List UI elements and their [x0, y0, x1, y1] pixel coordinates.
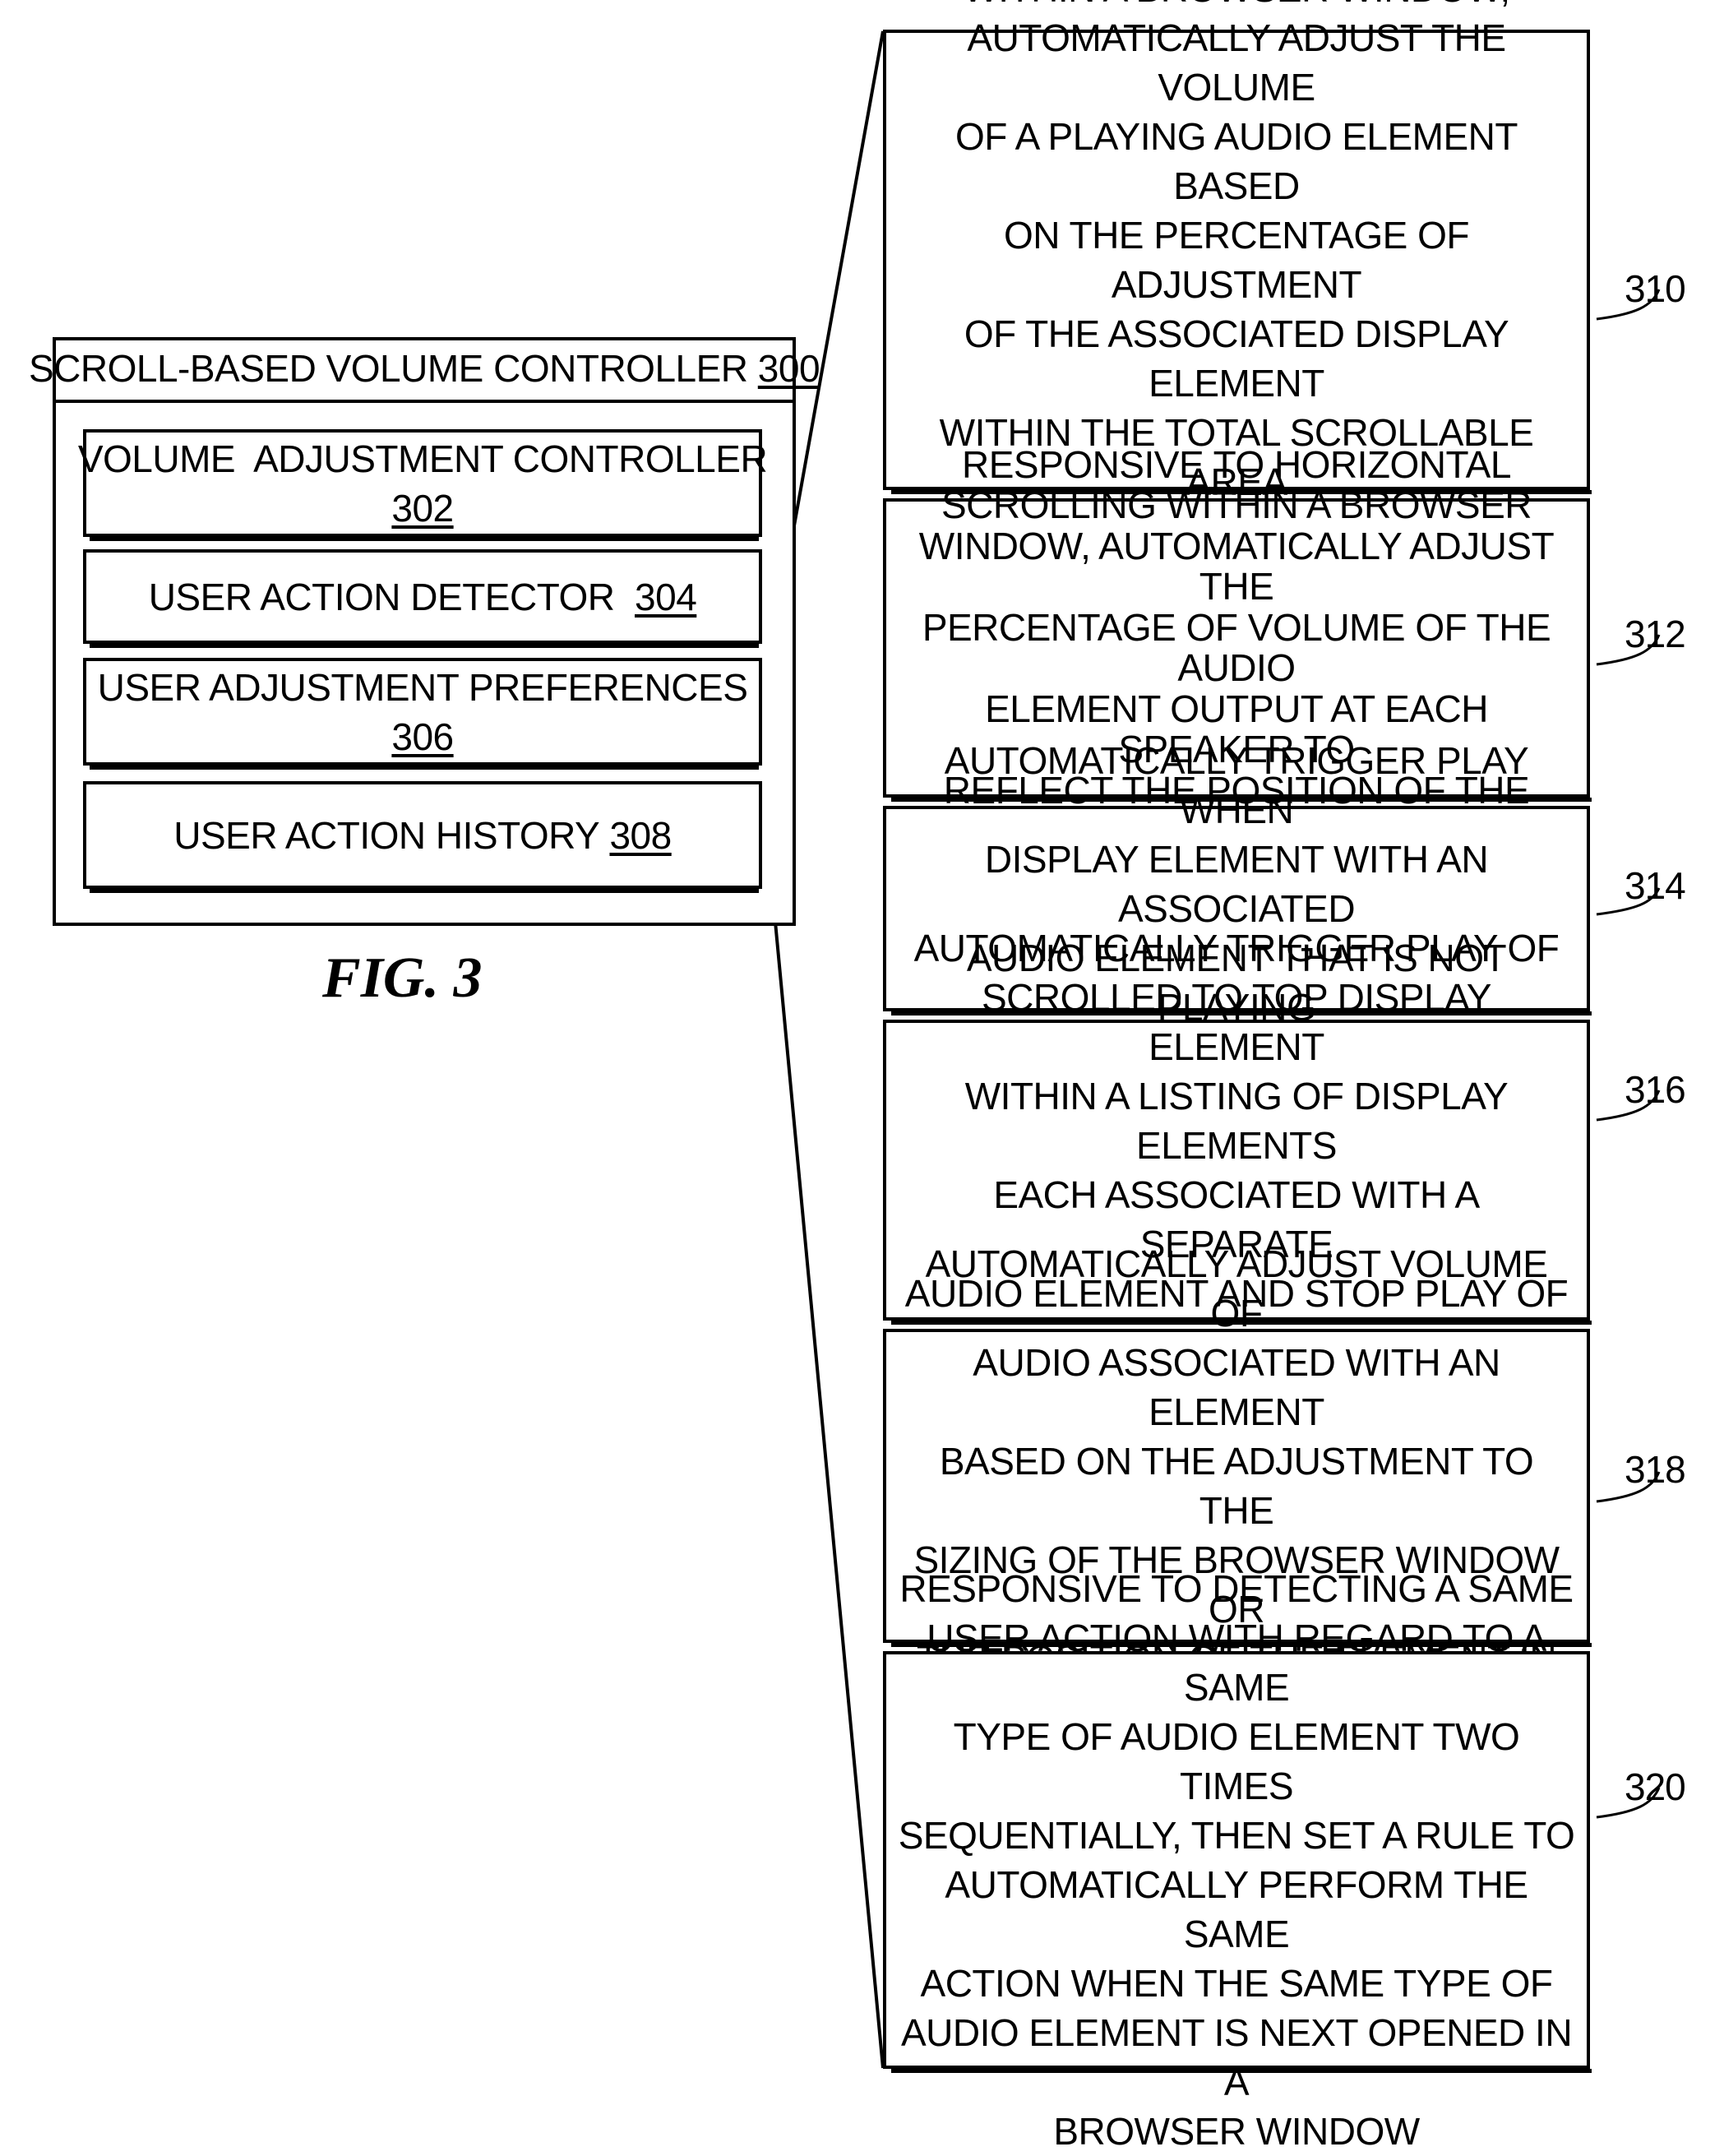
component-volume-adjustment-controller: VOLUME ADJUSTMENT CONTROLLER 302: [83, 429, 762, 537]
component-ref: 304: [635, 576, 696, 618]
step-line: WINDOW, AUTOMATICALLY ADJUST THE: [898, 526, 1575, 608]
step-line: AUDIO ASSOCIATED WITH AN ELEMENT: [898, 1338, 1575, 1437]
controller-title-text: SCROLL-BASED VOLUME CONTROLLER: [29, 346, 748, 391]
ref-316: 316: [1625, 1067, 1685, 1112]
step-line: AUTOMATICALLY ADJUST VOLUME OF: [898, 1239, 1575, 1338]
step-line: TYPE OF AUDIO ELEMENT TWO TIMES: [898, 1712, 1575, 1811]
step-line: USER ACTION WITH REGARD TO A SAME: [898, 1613, 1575, 1712]
step-line: SCROLLING WITHIN A BROWSER: [898, 485, 1575, 526]
step-text: RESPONSIVE TO DETECTING A SAMEUSER ACTIO…: [898, 1564, 1575, 2156]
component-user-adjustment-preferences: USER ADJUSTMENT PREFERENCES 306: [83, 658, 762, 766]
step-line: AUTOMATICALLY PERFORM THE SAME: [898, 1860, 1575, 1959]
step-line: ON THE PERCENTAGE OF ADJUSTMENT: [898, 211, 1575, 309]
component-label: VOLUME ADJUSTMENT CONTROLLER: [78, 434, 767, 483]
component-label: USER ADJUSTMENT PREFERENCES: [98, 663, 748, 712]
ref-310: 310: [1625, 266, 1685, 311]
step-line: OF A PLAYING AUDIO ELEMENT BASED: [898, 112, 1575, 211]
step-line: DISPLAY ELEMENT WITH AN ASSOCIATED: [898, 835, 1575, 933]
step-line: AUTOMATICALLY ADJUST THE VOLUME: [898, 13, 1575, 112]
component-ref: 308: [609, 814, 671, 857]
figure-label: FIG. 3: [322, 946, 482, 1011]
component-user-action-detector: USER ACTION DETECTOR 304: [83, 549, 762, 644]
step-line: ACTION WHEN THE SAME TYPE OF: [898, 1959, 1575, 2008]
component-label: USER ACTION HISTORY: [173, 814, 599, 857]
step-line: AUTOMATICALLY TRIGGER PLAY WHEN: [898, 736, 1575, 835]
expansion-line-bottom: [761, 773, 883, 2068]
step-line: BASED ON THE ADJUSTMENT TO THE: [898, 1437, 1575, 1535]
step-line: RESPONSIVE TO HORIZONTAL: [898, 445, 1575, 486]
ref-314: 314: [1625, 863, 1685, 908]
step-line: WITHIN A BROWSER WINDOW,: [898, 0, 1575, 13]
ref-318: 318: [1625, 1447, 1685, 1492]
component-ref: 302: [78, 483, 767, 533]
controller-title: SCROLL-BASED VOLUME CONTROLLER 300: [53, 337, 796, 403]
step-line: BROWSER WINDOW: [898, 2107, 1575, 2156]
step-310: RESPONSIVE TO VERTICAL SCROLLINGWITHIN A…: [883, 30, 1590, 490]
step-line: OF THE ASSOCIATED DISPLAY ELEMENT: [898, 309, 1575, 408]
step-line: WITHIN A LISTING OF DISPLAY ELEMENTS: [898, 1071, 1575, 1170]
step-320: RESPONSIVE TO DETECTING A SAMEUSER ACTIO…: [883, 1651, 1590, 2069]
component-label: USER ACTION DETECTOR: [149, 576, 615, 618]
step-line: RESPONSIVE TO DETECTING A SAME: [898, 1564, 1575, 1613]
step-line: SCROLLED TO TOP DISPLAY ELEMENT: [898, 973, 1575, 1071]
component-user-action-history: USER ACTION HISTORY 308: [83, 781, 762, 889]
controller-ref: 300: [758, 346, 820, 391]
ref-320: 320: [1625, 1765, 1685, 1809]
component-ref: 306: [98, 712, 748, 761]
step-line: PERCENTAGE OF VOLUME OF THE AUDIO: [898, 608, 1575, 689]
step-line: SEQUENTIALLY, THEN SET A RULE TO: [898, 1811, 1575, 1860]
ref-312: 312: [1625, 612, 1685, 656]
step-line: AUDIO ELEMENT IS NEXT OPENED IN A: [898, 2008, 1575, 2107]
step-line: AUTOMATICALLY TRIGGER PLAY OF: [898, 923, 1575, 973]
